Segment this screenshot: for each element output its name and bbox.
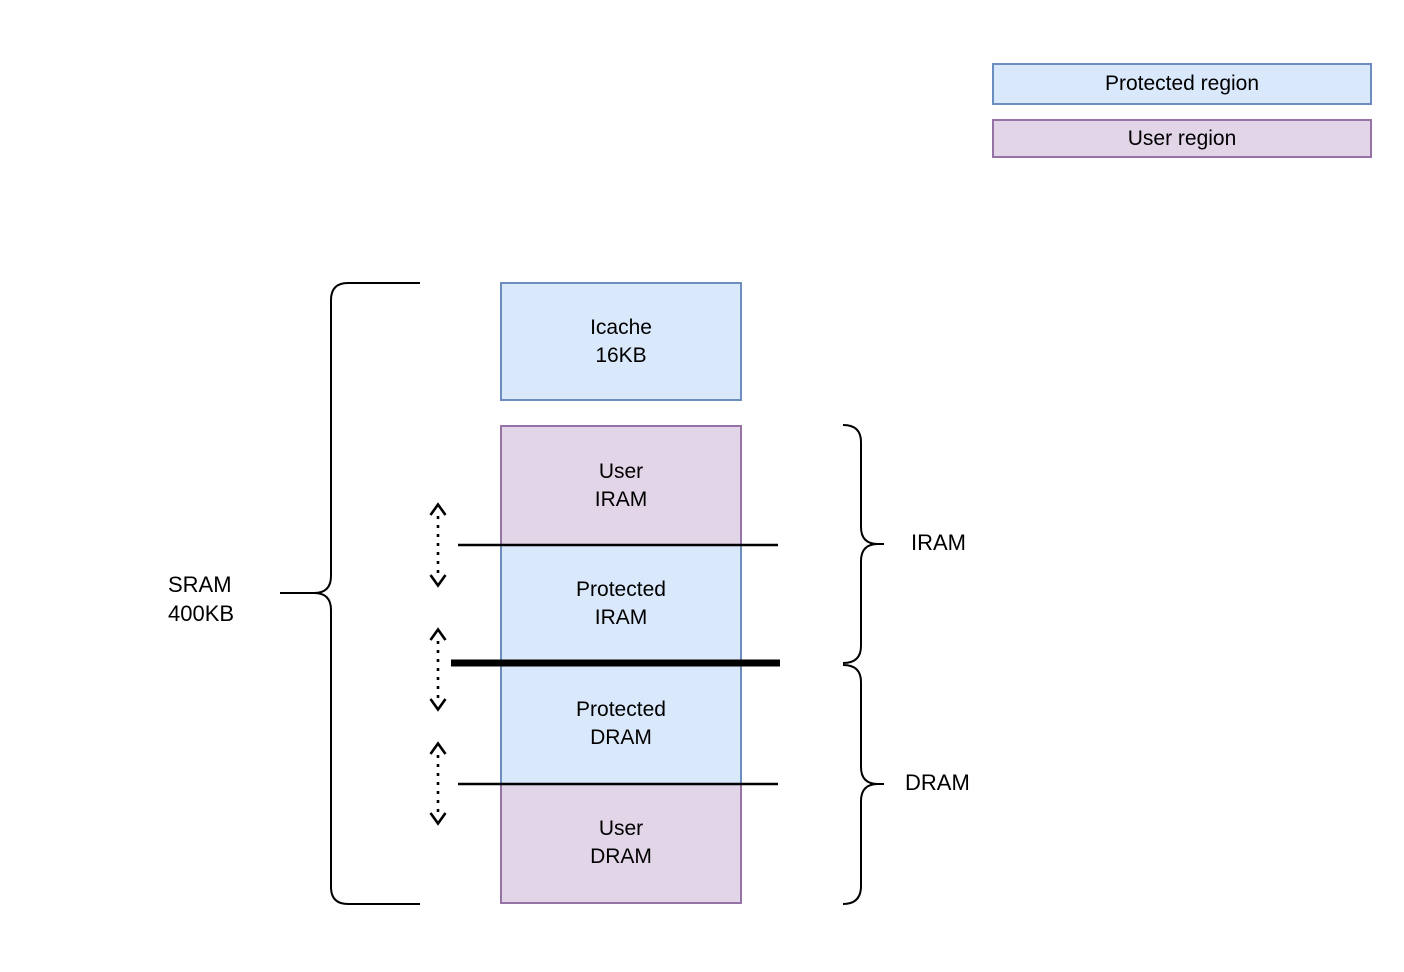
icache-label-line1: Icache xyxy=(590,315,652,339)
boundary-resize-arrow-2 xyxy=(429,627,447,712)
icache-label-line2: 16KB xyxy=(595,343,647,367)
protected-iram-block: Protected IRAM xyxy=(500,545,742,663)
protected-dram-label-line2: DRAM xyxy=(590,725,652,749)
user-dram-label-line1: User xyxy=(598,817,644,840)
user-iram-label-line1: User xyxy=(598,460,644,483)
legend-protected-label: Protected region xyxy=(1104,72,1260,95)
protected-dram-label-line1: Protected xyxy=(576,697,666,721)
dram-label: DRAM xyxy=(905,770,970,795)
iram-label: IRAM xyxy=(911,530,966,555)
user-dram-block: User DRAM xyxy=(500,784,742,904)
protected-iram-label-line2: IRAM xyxy=(594,606,648,629)
sram-label-line2: 400KB xyxy=(168,601,235,626)
protected-dram-block: Protected DRAM xyxy=(500,663,742,784)
legend-user-label: User region xyxy=(1127,126,1237,150)
sram-label: SRAM 400KB xyxy=(168,570,258,628)
sram-label-line1: SRAM xyxy=(168,572,232,597)
dram-brace xyxy=(842,664,884,905)
user-dram-label-line2: DRAM xyxy=(590,845,652,868)
protected-iram-label-line1: Protected xyxy=(576,578,666,601)
boundary-resize-arrow-3 xyxy=(429,741,447,826)
iram-brace xyxy=(842,424,884,664)
legend-protected-region: Protected region xyxy=(992,63,1372,105)
boundary-resize-arrow-1 xyxy=(429,502,447,588)
legend-user-region: User region xyxy=(992,119,1372,158)
sram-brace xyxy=(313,282,420,905)
user-iram-label-line2: IRAM xyxy=(594,488,648,511)
icache-block: Icache 16KB xyxy=(500,282,742,401)
user-iram-block: User IRAM xyxy=(500,425,742,545)
